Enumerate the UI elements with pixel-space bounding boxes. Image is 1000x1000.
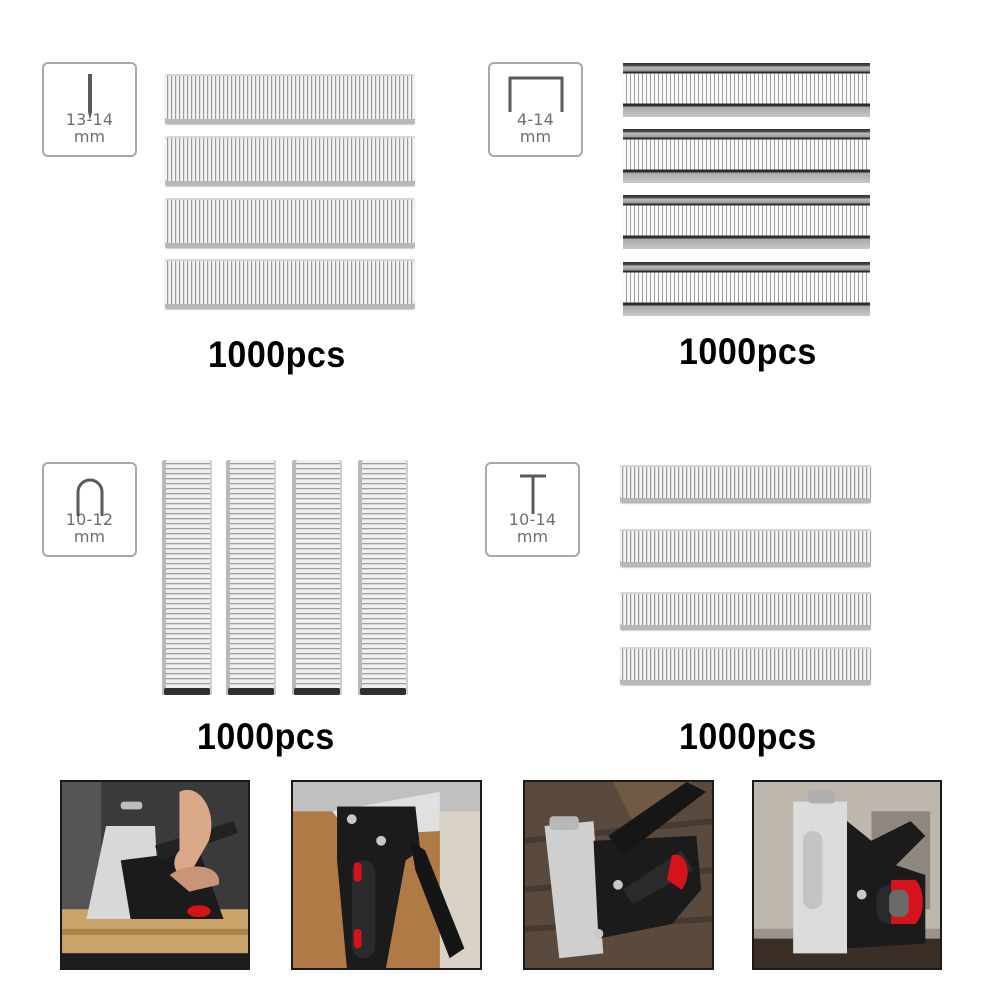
- product-photo-stapler-wall: [291, 780, 482, 970]
- product-photo-stapling-wood: [60, 780, 250, 970]
- door-staple-icon: [508, 76, 563, 112]
- quantity-label: 1000pcs: [679, 331, 817, 373]
- size-unit: mm: [516, 527, 549, 546]
- staple-strip: [162, 460, 212, 695]
- size-label-t-nail: 10-14 mm: [485, 462, 580, 557]
- staple-strip: [623, 63, 870, 117]
- quantity-label: 1000pcs: [208, 334, 346, 376]
- staple-strip: [165, 74, 415, 124]
- staple-strip: [623, 129, 870, 183]
- size-unit: mm: [519, 127, 552, 146]
- quantity-label: 1000pcs: [197, 716, 335, 758]
- staple-strip: [226, 460, 276, 695]
- size-label-u-staple: 10-12 mm: [42, 462, 137, 557]
- straight-nail-icon: [87, 74, 92, 120]
- staple-strip: [358, 460, 408, 695]
- staple-strip: [292, 460, 342, 695]
- staple-strip: [623, 262, 870, 316]
- staple-strip: [165, 259, 415, 309]
- quantity-label: 1000pcs: [679, 716, 817, 758]
- u-staple-icon: [76, 478, 103, 516]
- size-range: 4-14: [516, 110, 555, 129]
- staple-strip: [620, 592, 871, 630]
- size-label-door-staple: 4-14 mm: [488, 62, 583, 157]
- staple-strip: [165, 136, 415, 186]
- product-photo-stapler-side: [752, 780, 942, 970]
- product-photo-stapler-table: [523, 780, 714, 970]
- size-range: 10-14: [508, 510, 557, 529]
- size-label-straight-nail: 13-14 mm: [42, 62, 137, 157]
- size-unit: mm: [73, 127, 106, 146]
- staple-strip: [620, 647, 871, 685]
- staple-strip: [620, 465, 871, 503]
- staple-strip: [165, 198, 415, 248]
- t-nail-icon: [519, 474, 546, 514]
- staple-strip: [620, 529, 871, 567]
- size-unit: mm: [73, 527, 106, 546]
- staple-strip: [623, 195, 870, 249]
